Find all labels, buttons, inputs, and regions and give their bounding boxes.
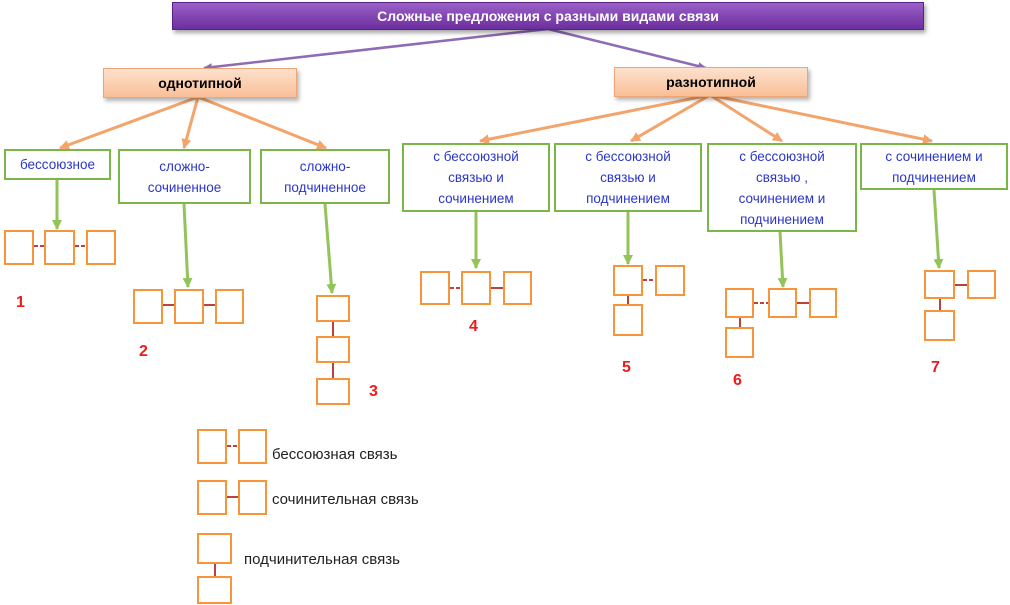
type-label-3: сложно-подчиненное xyxy=(284,158,366,195)
scheme-2-clause xyxy=(133,289,163,324)
arrow-odnotipnoy-to-type-1 xyxy=(59,95,199,150)
scheme-1-clause xyxy=(4,230,34,265)
scheme-4-clause xyxy=(461,271,491,305)
scheme-7-clause xyxy=(967,270,996,299)
scheme-number-4: 4 xyxy=(469,318,478,335)
scheme-5-clause xyxy=(613,304,643,336)
scheme-5-clause xyxy=(655,265,685,296)
arrow-raznotipnoy-to-type-4 xyxy=(479,93,711,145)
type-box-1: бессоюзное xyxy=(4,149,111,180)
arrow-type-7-to-scheme xyxy=(932,189,944,269)
scheme-number-1: 1 xyxy=(16,294,25,311)
diagram-title: Сложные предложения с разными видами свя… xyxy=(172,2,924,30)
type-label-2: сложно-сочиненное xyxy=(147,158,222,195)
category-odnotipnoy: однотипной xyxy=(103,68,297,98)
category-raznotipnoy: разнотипной xyxy=(614,67,808,97)
arrow-type-6-to-scheme xyxy=(777,231,788,288)
type-label-4: с бессоюзной связью и сочинением xyxy=(433,149,519,206)
type-box-7: с сочинением и подчинением xyxy=(860,143,1008,190)
scheme-number-2: 2 xyxy=(139,343,148,360)
type-label-1: бессоюзное xyxy=(19,157,96,172)
scheme-2-clause xyxy=(174,289,204,324)
arrow-raznotipnoy-to-type-7 xyxy=(709,93,933,145)
legend-clause xyxy=(238,429,267,464)
arrow-title-to-raznotipnoy xyxy=(547,27,707,70)
scheme-4-clause xyxy=(503,271,532,305)
scheme-1-clause xyxy=(44,230,75,265)
arrow-odnotipnoy-to-type-2 xyxy=(181,96,200,149)
scheme-number-6: 6 xyxy=(733,372,742,389)
arrow-type-2-to-scheme xyxy=(182,203,193,288)
arrow-odnotipnoy-to-type-3 xyxy=(197,95,327,150)
arrow-raznotipnoy-to-type-5 xyxy=(630,93,711,143)
scheme-6-clause xyxy=(725,288,754,318)
scheme-2-clause xyxy=(215,289,244,324)
legend-clause xyxy=(197,576,232,604)
scheme-7-clause xyxy=(924,270,955,299)
legend-label-podchinitelnaya: подчинительная связь xyxy=(244,551,400,568)
type-label-7: с сочинением и подчинением xyxy=(885,148,983,185)
scheme-6-clause xyxy=(809,288,837,318)
legend-label-sochinitelnaya: сочинительная связь xyxy=(272,491,419,508)
type-box-5: с бессоюзной связью и подчинением xyxy=(554,143,702,212)
arrow-raznotipnoy-to-type-6 xyxy=(709,93,783,143)
scheme-3-clause xyxy=(316,336,350,363)
scheme-number-7: 7 xyxy=(931,359,940,376)
scheme-7-clause xyxy=(924,310,955,341)
type-box-6: с бессоюзной связью , сочинением и подчи… xyxy=(707,143,857,232)
scheme-4-clause xyxy=(420,271,450,305)
scheme-6-clause xyxy=(725,327,754,358)
legend-clause xyxy=(197,480,227,515)
legend-clause xyxy=(197,533,232,564)
scheme-3-clause xyxy=(316,378,350,405)
type-label-5: с бессоюзной связью и подчинением xyxy=(585,149,671,206)
type-box-4: с бессоюзной связью и сочинением xyxy=(402,143,550,212)
type-label-6: с бессоюзной связью , сочинением и подчи… xyxy=(738,148,826,227)
legend-clause xyxy=(238,480,267,515)
legend-clause xyxy=(197,429,227,464)
arrow-title-to-odnotipnoy xyxy=(203,27,549,72)
scheme-5-clause xyxy=(613,265,643,296)
type-box-3: сложно-подчиненное xyxy=(260,149,390,204)
scheme-number-5: 5 xyxy=(622,359,631,376)
legend-label-bessoyuznaya: бессоюзная связь xyxy=(272,446,398,463)
arrow-type-3-to-scheme xyxy=(323,203,337,294)
type-box-2: сложно-сочиненное xyxy=(118,149,251,204)
scheme-3-clause xyxy=(316,295,350,322)
scheme-6-clause xyxy=(768,288,797,318)
scheme-1-clause xyxy=(86,230,116,265)
scheme-number-3: 3 xyxy=(369,383,378,400)
